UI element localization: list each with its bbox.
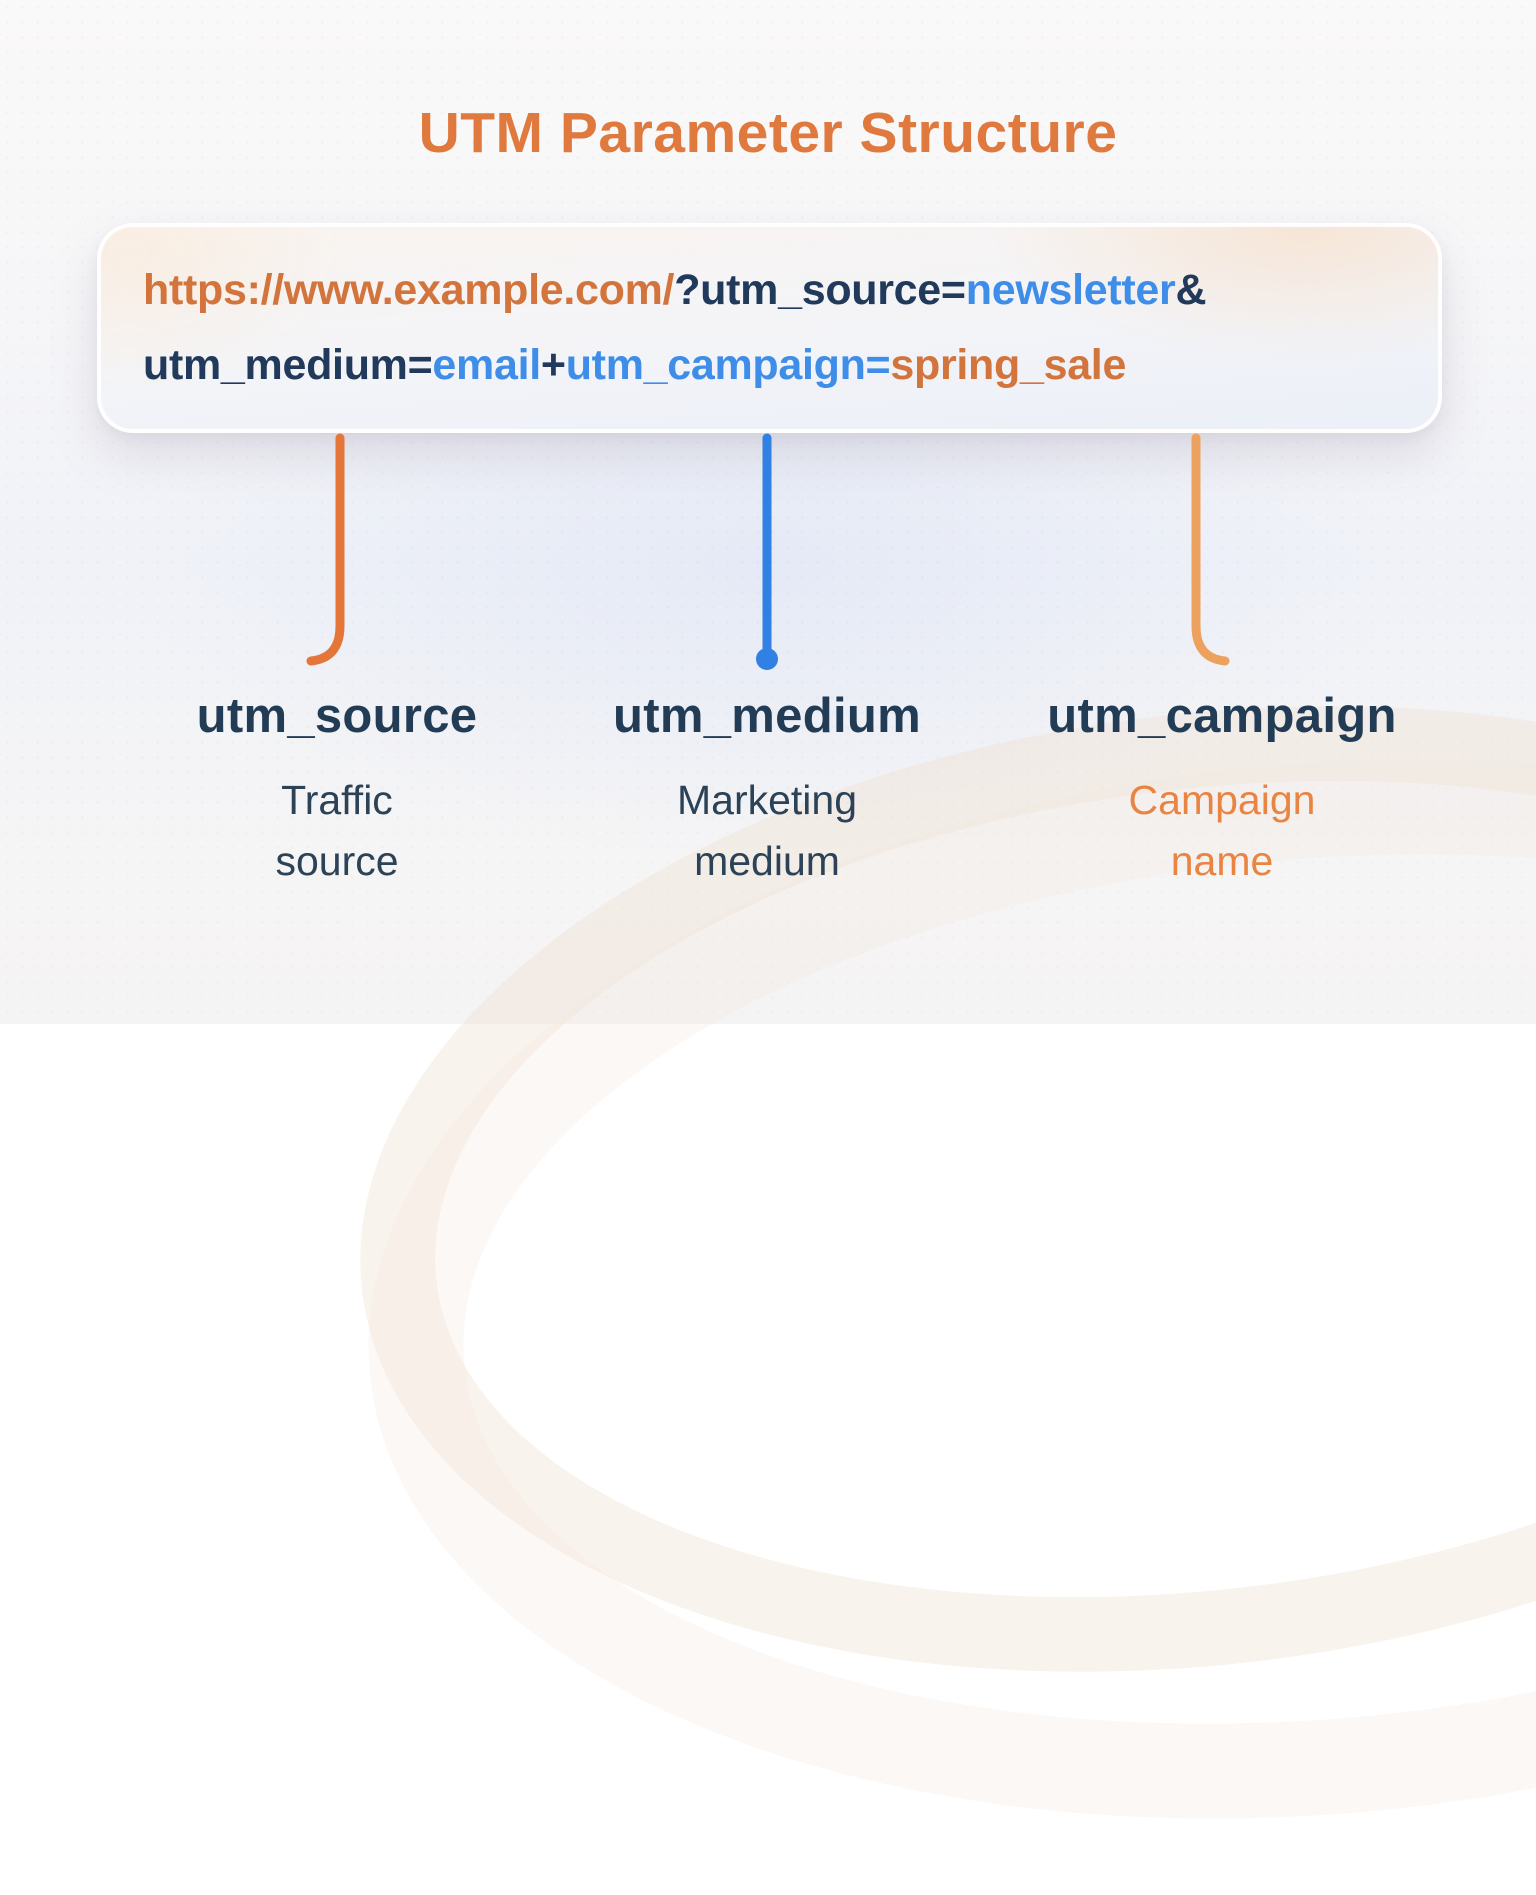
param-description-utm-source: Traffic source: [117, 770, 557, 892]
url-segment-medium-value: email: [432, 340, 541, 389]
param-name-utm-medium: utm_medium: [613, 689, 921, 743]
url-line-2: utm_medium=email+utm_campaign=spring_sal…: [143, 340, 1396, 389]
param-description-utm-medium: Marketing medium: [547, 770, 987, 892]
page-title: UTM Parameter Structure: [418, 101, 1118, 165]
param-description-line: Marketing: [676, 777, 857, 823]
url-segment-source-value: newsletter: [965, 266, 1176, 315]
param-name-utm-campaign: utm_campaign: [1047, 689, 1397, 743]
param-description-line: source: [275, 838, 399, 884]
url-segment-source-key: ?utm_source=: [674, 266, 966, 315]
url-segment-campaign-key: utm_campaign=: [565, 340, 891, 389]
param-name-utm-source: utm_source: [196, 689, 478, 743]
param-utm-medium: utm_medium Marketing medium: [547, 688, 987, 892]
param-utm-source: utm_source Traffic source: [117, 688, 557, 892]
param-description-line: medium: [694, 838, 840, 884]
connector-utm-campaign: [1191, 433, 1230, 666]
param-description-line: Campaign: [1128, 777, 1316, 823]
url-bar: https://www.example.com/?utm_source=news…: [97, 223, 1442, 433]
url-line-1: https://www.example.com/?utm_source=news…: [143, 267, 1396, 314]
connector-utm-medium-dot: [756, 648, 778, 670]
url-segment-ampersand: &: [1175, 266, 1207, 315]
url-segment-medium-key: utm_medium=: [143, 340, 433, 389]
param-description-utm-campaign: Campaign name: [1002, 770, 1442, 892]
url-segment-plus: +: [540, 340, 566, 389]
connector-utm-source: [306, 433, 345, 666]
param-description-line: name: [1170, 838, 1274, 884]
url-segment-campaign-value: spring_sale: [890, 340, 1127, 389]
param-utm-campaign: utm_campaign Campaign name: [1002, 688, 1442, 892]
param-description-line: Traffic: [281, 777, 393, 823]
url-segment-domain: https://www.example.com/: [143, 266, 675, 315]
